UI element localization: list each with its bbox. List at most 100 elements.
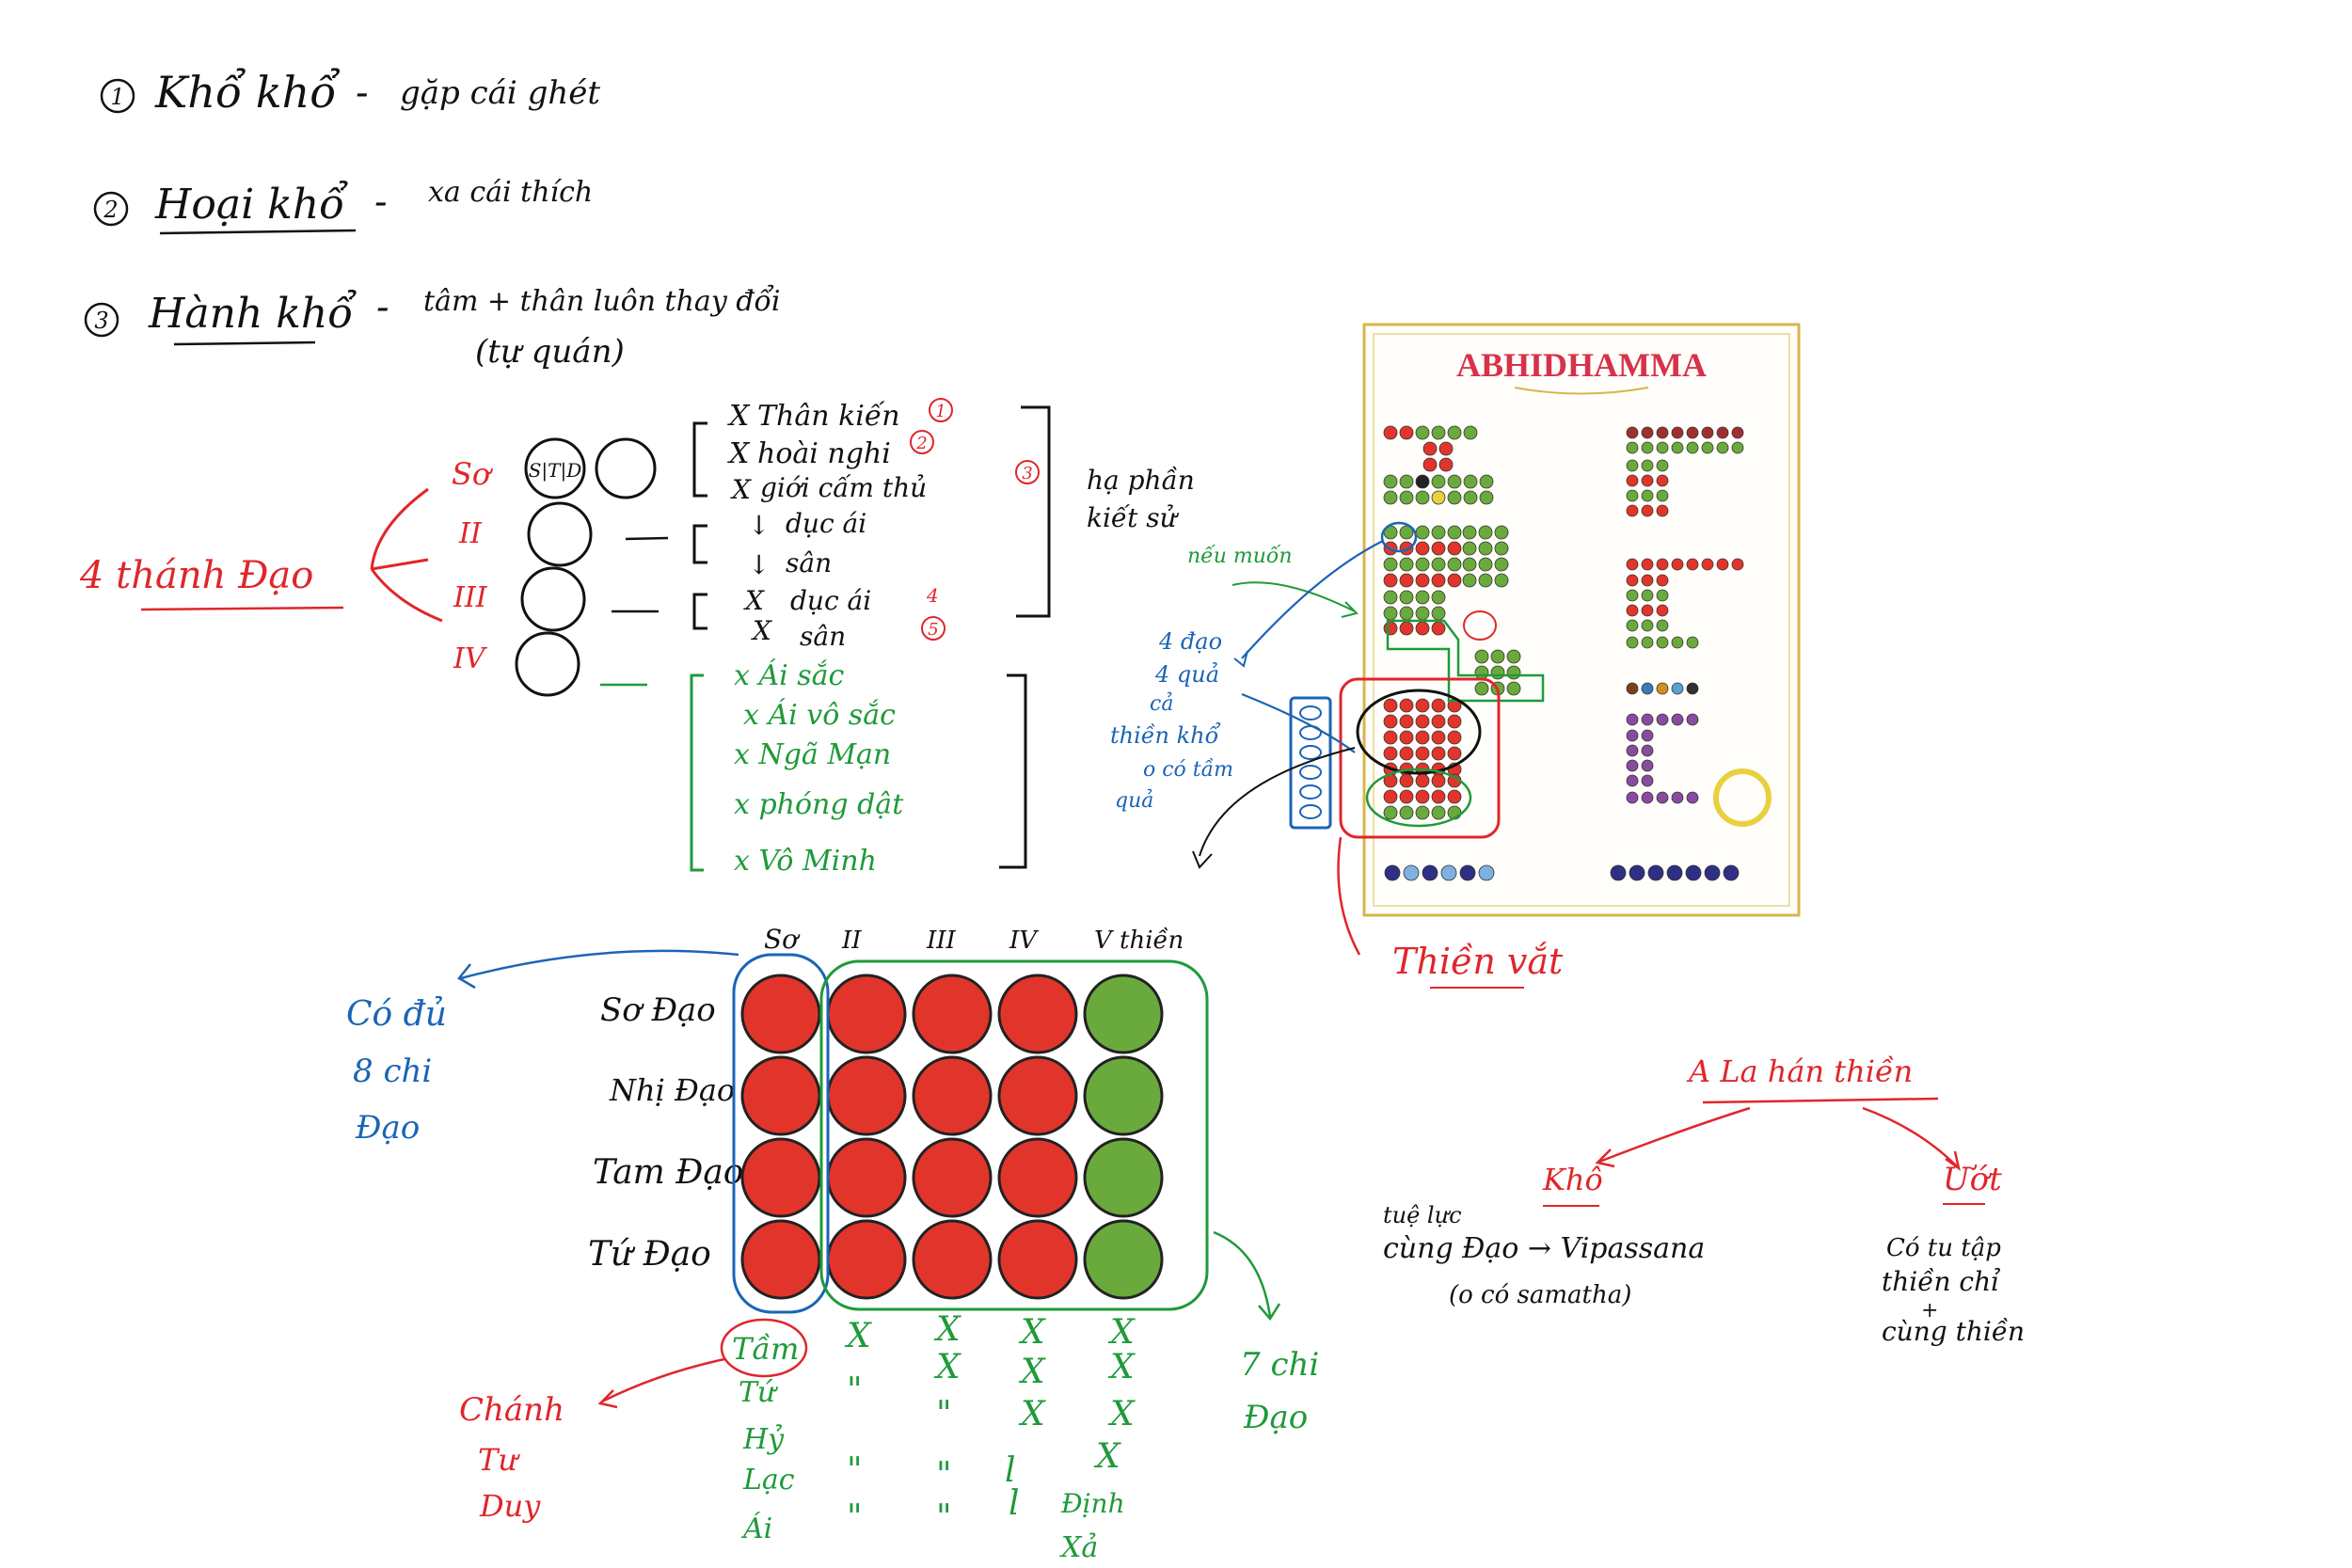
tam-ring [720, 1318, 808, 1378]
svg-text:8 chi: 8 chi [353, 1053, 432, 1090]
grid-dot [1083, 1137, 1164, 1218]
svg-text:cùng thiền: cùng thiền [1882, 1316, 2025, 1347]
svg-text:dục ái: dục ái [786, 508, 866, 539]
svg-text:4: 4 [926, 584, 939, 607]
poster-dot [1656, 459, 1669, 472]
poster-dot [1399, 474, 1414, 489]
poster-dot [1384, 864, 1401, 881]
poster-dot [1641, 636, 1654, 649]
poster-dot [1656, 574, 1669, 587]
svg-text:5: 5 [928, 620, 938, 640]
grid-dot [740, 1055, 821, 1136]
svg-text:3: 3 [1022, 464, 1032, 483]
poster-dot [1399, 573, 1414, 588]
poster-dot [1403, 864, 1420, 881]
poster-dot [1494, 525, 1509, 540]
poster-dot [1671, 558, 1684, 571]
poster-blue-box [1289, 696, 1332, 830]
svg-text:Duy: Duy [479, 1488, 541, 1524]
fetters-list-3: X dục ái 4 X sân 5 [743, 584, 946, 652]
svg-text:Có tu tập: Có tu tập [1886, 1234, 2001, 1262]
poster-gold-ring [1713, 768, 1772, 827]
grid-dot [826, 1137, 907, 1218]
svg-text:↓: ↓ [748, 549, 770, 580]
poster-dot [1399, 746, 1414, 761]
svg-text:dục ái: dục ái [790, 585, 871, 616]
poster-dot [1383, 789, 1398, 804]
poster-dot [1474, 681, 1489, 696]
poster-dot [1431, 590, 1446, 605]
poster-dot [1463, 490, 1478, 505]
poster-dot [1431, 490, 1446, 505]
poster-dot [1474, 649, 1489, 664]
poster-dot [1462, 557, 1477, 572]
poster-dot [1671, 426, 1684, 439]
poster-dot [1415, 773, 1430, 788]
poster-dot [1490, 649, 1505, 664]
poster-dot [1641, 682, 1654, 695]
poster-dot [1641, 619, 1654, 632]
poster-dot [1731, 426, 1744, 439]
poster-dot [1431, 573, 1446, 588]
poster-dot [1383, 714, 1398, 729]
poster-red-ring [1463, 610, 1497, 641]
dukkha-note: (tự quán) [475, 333, 625, 371]
svg-text:thiền khổ: thiền khổ [1110, 721, 1221, 749]
grid-row-3: Tam Đạo [593, 1153, 743, 1192]
poster-dot [1447, 425, 1462, 440]
poster-dot [1626, 441, 1639, 454]
svg-text:Xả: Xả [1059, 1531, 1098, 1564]
poster-dot [1506, 665, 1521, 680]
svg-text:tuệ lực: tuệ lực [1383, 1202, 1462, 1228]
poster-dot [1399, 490, 1414, 505]
high-fetter-3: x Ngã Mạn [734, 738, 891, 771]
poster-dot [1383, 474, 1398, 489]
grid-dot [826, 1219, 907, 1300]
svg-text:X: X [730, 474, 752, 505]
grid-col-5: V thiền [1094, 927, 1184, 955]
poster-dot [1723, 864, 1740, 881]
poster-dot [1415, 557, 1430, 572]
abhidhamma-poster: ABHIDHAMMA [1289, 323, 1801, 917]
svg-text:Ái: Ái [740, 1512, 772, 1545]
poster-dot [1399, 805, 1414, 820]
poster-dot [1383, 557, 1398, 572]
std-label: S|T|D [529, 459, 582, 483]
poster-dot [1641, 729, 1654, 742]
grid-col-4: IV [1009, 927, 1039, 955]
factor-mark: X [1107, 1348, 1136, 1386]
grid-row-2: Nhị Đạo [609, 1072, 735, 1108]
poster-dot [1478, 864, 1495, 881]
arahant-right-head: Ướt [1943, 1161, 2002, 1198]
poster-dot [1656, 636, 1669, 649]
poster-dot [1626, 459, 1639, 472]
poster-dot [1431, 606, 1446, 621]
poster-dot [1626, 729, 1639, 742]
dukkha-list: 1 Khổ khổ - gặp cái ghét 2 Hoại khổ - xa… [84, 67, 780, 371]
poster-dot [1686, 682, 1699, 695]
poster-red-box [1339, 677, 1501, 839]
poster-dot [1447, 746, 1462, 761]
poster-dot [1626, 774, 1639, 787]
svg-text:↓: ↓ [748, 510, 770, 541]
four-paths: 4 thánh Đạo Sơ II III IV S|T|D X Thân ki… [79, 398, 1195, 878]
poster-dot [1494, 541, 1509, 556]
poster-dot [1641, 504, 1654, 517]
poster-dot [1383, 425, 1398, 440]
poster-dot [1383, 490, 1398, 505]
svg-text:Có đủ: Có đủ [346, 995, 447, 1034]
poster-dot [1447, 541, 1462, 556]
high-fetter-5: x Vô Minh [734, 845, 877, 878]
dukkha-num-1: 1 [110, 84, 124, 110]
grid-green-note: 7 chi Đạo [1240, 1346, 1319, 1436]
poster-dot [1686, 713, 1699, 726]
poster-dot [1671, 713, 1684, 726]
poster-blue-note: 4 đạo 4 quả cả thiền khổ o có tầm quả [1110, 628, 1233, 813]
poster-dot [1399, 698, 1414, 713]
poster-dot [1490, 665, 1505, 680]
poster-dot [1494, 573, 1509, 588]
factor-mark: X [1107, 1395, 1136, 1433]
dukkha-num-3: 3 [94, 308, 108, 334]
